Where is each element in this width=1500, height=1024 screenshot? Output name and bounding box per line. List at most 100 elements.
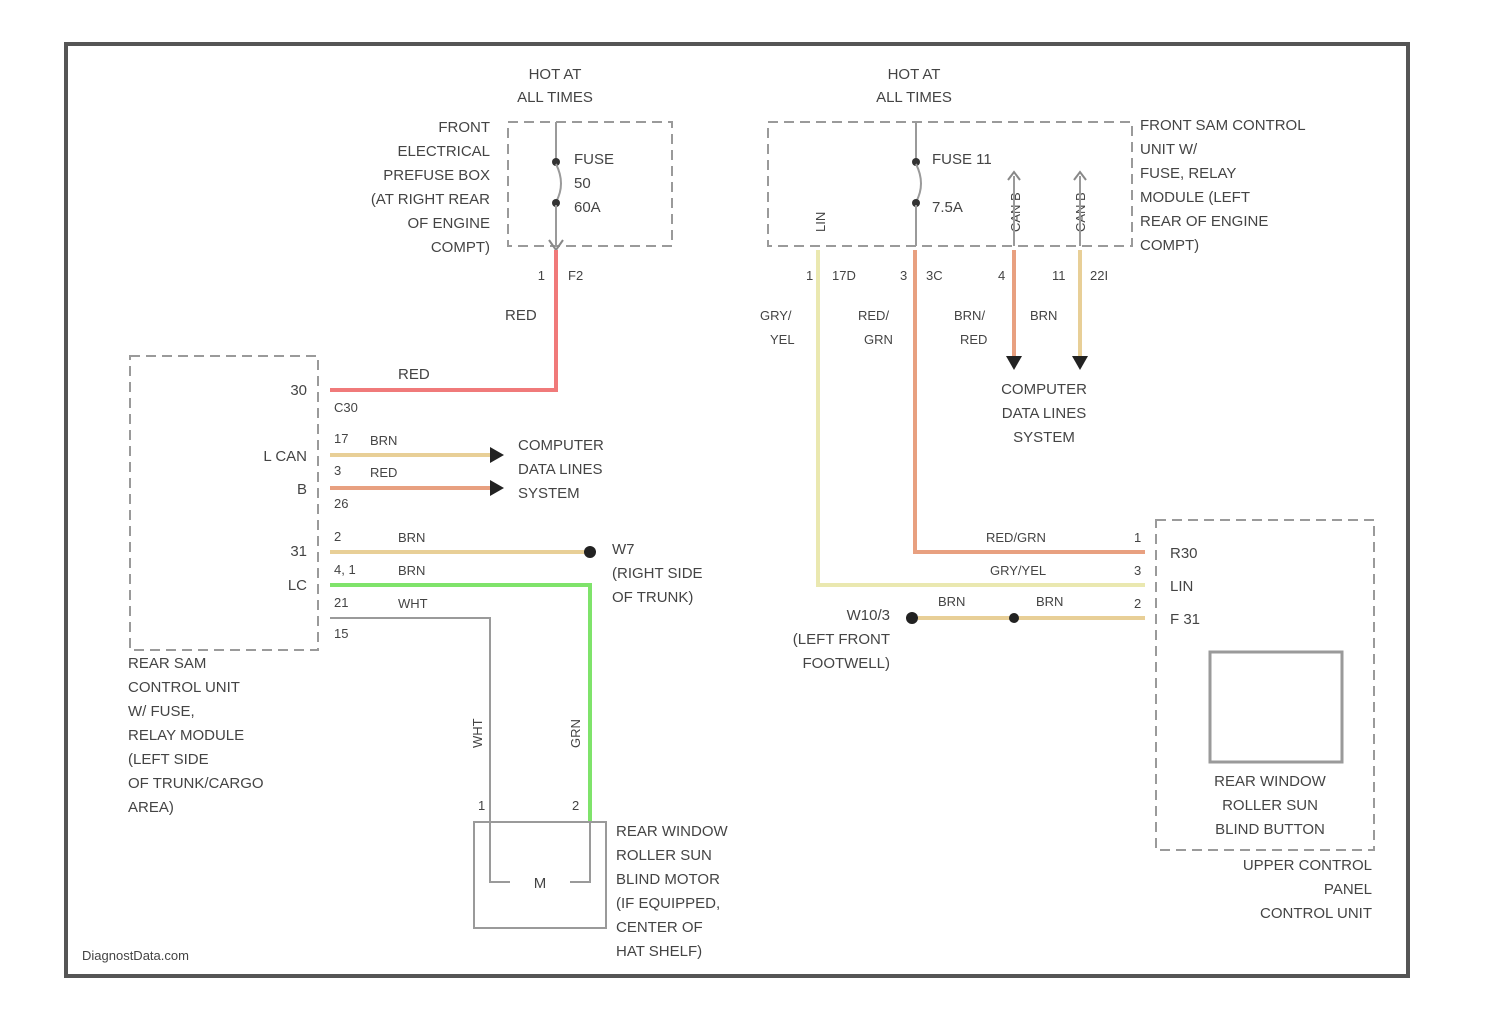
front-sam-label: UNIT W/ [1140,141,1198,158]
ground-label: W10/3 [847,607,890,624]
pin-number: 1 [806,268,813,283]
connector-pin: 21 [334,595,348,610]
ground-icon [906,612,918,624]
rear-sam-label: CONTROL UNIT [128,679,240,696]
prefuse-box-label: FRONT [438,119,490,136]
wire-label: BRN [370,433,397,448]
rear-sam-label: AREA) [128,799,174,816]
wire-motor-wht [330,618,490,822]
pin-label: L CAN [263,448,307,465]
ground-label: (RIGHT SIDE [612,565,703,582]
rear-sam-label: W/ FUSE, [128,703,195,720]
roller-sun-blind-motor: M 1 2 REAR WINDOW ROLLER SUN BLIND MOTOR… [474,798,729,960]
arrow-down-icon [1072,356,1088,370]
pin-number: 3 [900,268,907,283]
motor-label: BLIND MOTOR [616,871,720,888]
pin-number: 22I [1090,268,1108,283]
fuse-text: FUSE [574,151,614,168]
front-sam-label: FRONT SAM CONTROL [1140,117,1306,134]
fuse-icon [916,164,921,202]
arrow-icon [490,480,504,496]
fuse-text: FUSE 11 [932,151,992,168]
prefuse-box-label: ELECTRICAL [397,143,490,160]
wire-label: YEL [770,332,795,347]
connector-pin: 17 [334,431,348,446]
button-label: REAR WINDOW [1214,773,1327,790]
splice-icon [1009,613,1019,623]
pin-number: 17D [832,268,856,283]
wire-label: RED/ [858,308,889,323]
destination-label: COMPUTER [518,437,604,454]
prefuse-box-label: OF ENGINE [407,215,490,232]
rear-sam-control-unit: 30 L CAN B 31 LC C30 17 3 26 2 4, 1 21 1… [128,356,358,816]
connector-id: F2 [568,268,583,283]
panel-label: UPPER CONTROL [1243,857,1372,874]
vertical-tag: CAN B [1008,192,1023,232]
button-label: ROLLER SUN [1222,797,1318,814]
panel-pin-label: F 31 [1170,611,1200,628]
pin-label: B [297,481,307,498]
wire-label: BRN [1036,594,1063,609]
front-sam-control-unit: HOT AT ALL TIMES FRONT SAM CONTROL UNIT … [768,66,1306,283]
hot-label-left-1: HOT AT [529,66,582,83]
fuse-icon [556,164,561,202]
connector-pin: 4, 1 [334,562,356,577]
pin-number: 3C [926,268,943,283]
wire-label: GRY/YEL [990,563,1046,578]
pin-label: 30 [290,382,307,399]
panel-label: CONTROL UNIT [1260,905,1372,922]
wire-label: BRN [938,594,965,609]
wire-label: BRN/ [954,308,985,323]
prefuse-box-label: COMPT) [431,239,490,256]
panel-conn-pin: 3 [1134,563,1141,578]
wire-label: BRN [398,563,425,578]
front-sam-label: FUSE, RELAY [1140,165,1236,182]
front-sam-label: COMPT) [1140,237,1199,254]
rear-sam-label: RELAY MODULE [128,727,244,744]
wire-label: GRN [864,332,893,347]
pin-number: 1 [538,268,545,283]
motor-label: HAT SHELF) [616,943,702,960]
wire-label-red: RED [398,366,430,383]
hot-label-right-2: ALL TIMES [876,89,952,106]
sun-blind-button-icon [1210,652,1342,762]
prefuse-box-label: PREFUSE BOX [383,167,490,184]
hot-label-left-2: ALL TIMES [517,89,593,106]
wire-label: BRN [1030,308,1057,323]
wire-label: WHT [398,596,428,611]
wire-label: RED [370,465,397,480]
wire-label: RED/GRN [986,530,1046,545]
motor-label: ROLLER SUN [616,847,712,864]
fuse-text: 7.5A [932,199,963,216]
destination-label: DATA LINES [1002,405,1086,422]
button-label: BLIND BUTTON [1215,821,1325,838]
destination-label: DATA LINES [518,461,602,478]
wire-label: RED [960,332,987,347]
fuse-text: 60A [574,199,601,216]
connector-pin: 26 [334,496,348,511]
hot-label-right-1: HOT AT [888,66,941,83]
panel-conn-pin: 1 [1134,530,1141,545]
ground-label: W7 [612,541,635,558]
connector-pin: 3 [334,463,341,478]
can-leads [1014,176,1080,246]
destination-label: COMPUTER [1001,381,1087,398]
pin-label: LC [288,577,307,594]
pin-number: 4 [998,268,1005,283]
wire-label-vertical: WHT [470,718,485,748]
rear-sam-outline [130,356,318,650]
upper-control-panel: 1 3 2 R30 LIN F 31 REAR WINDOW ROLLER SU… [1134,520,1374,922]
panel-label: PANEL [1324,881,1372,898]
ground-label: OF TRUNK) [612,589,693,606]
pin-number: 11 [1052,268,1066,283]
vertical-tag: LIN [813,212,828,232]
motor-icon: M [534,875,547,892]
rear-sam-label: OF TRUNK/CARGO [128,775,264,792]
panel-pin-label: R30 [1170,545,1198,562]
wire-red-grn [915,250,1145,552]
watermark: DiagnostData.com [82,948,189,963]
motor-pin: 2 [572,798,579,813]
motor-label: (IF EQUIPPED, [616,895,720,912]
connector-pin: 15 [334,626,348,641]
